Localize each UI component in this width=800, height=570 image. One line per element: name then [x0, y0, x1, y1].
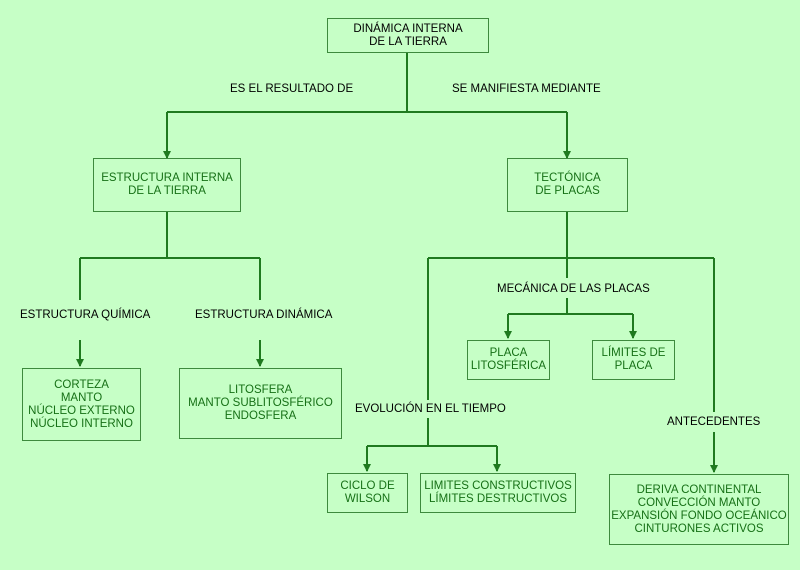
node-line: EXPANSIÓN FONDO OCEÁNICO	[611, 509, 787, 522]
node-line: DE PLACAS	[535, 185, 600, 197]
node-line: CONVECCIÓN MANTO	[637, 496, 761, 509]
node-estructura-quimica: CORTEZA MANTO NÚCLEO EXTERNO NÚCLEO INTE…	[22, 368, 141, 441]
link-es-el-resultado-de: ES EL RESULTADO DE	[230, 83, 354, 95]
link-mecanica-de-las-placas: MECÁNICA DE LAS PLACAS	[497, 283, 650, 295]
node-line: LIMITES CONSTRUCTIVOS	[424, 480, 572, 492]
node-line: ENDOSFERA	[224, 410, 297, 422]
node-dinamica-interna: DINÁMICA INTERNA DE LA TIERRA	[327, 18, 489, 53]
node-deriva-continental: DERIVA CONTINENTAL CONVECCIÓN MANTO EXPA…	[609, 474, 789, 545]
node-line: DE LA TIERRA	[128, 185, 206, 197]
node-line: DERIVA CONTINENTAL	[636, 483, 762, 496]
node-placa-litosferica: PLACA LITOSFÉRICA	[467, 340, 550, 380]
node-line: CINTURONES ACTIVOS	[634, 522, 764, 535]
node-ciclo-de-wilson: CICLO DE WILSON	[327, 473, 408, 513]
node-line: PLACA	[614, 360, 653, 372]
node-line: CORTEZA	[54, 378, 109, 391]
node-line: MANTO SUBLITOSFÉRICO	[188, 397, 333, 409]
node-estructura-dinamica: LITOSFERA MANTO SUBLITOSFÉRICO ENDOSFERA	[179, 368, 342, 439]
link-evolucion-en-el-tiempo: EVOLUCIÓN EN EL TIEMPO	[355, 403, 506, 415]
link-se-manifiesta-mediante: SE MANIFIESTA MEDIANTE	[452, 83, 601, 95]
node-line: NÚCLEO INTERNO	[30, 417, 133, 430]
node-line: LITOSFERA	[228, 384, 293, 396]
node-line: DINÁMICA INTERNA	[353, 22, 463, 35]
node-line: ESTRUCTURA INTERNA	[101, 172, 233, 184]
node-limites-de-placa: LÍMITES DE PLACA	[592, 340, 675, 380]
node-line: PLACA	[489, 347, 528, 359]
node-line: TECTÓNICA	[534, 172, 601, 184]
node-line: CICLO DE	[340, 480, 395, 492]
node-line: MANTO	[60, 391, 103, 404]
node-line: LITOSFÉRICA	[470, 360, 547, 372]
node-limites-constructivos: LIMITES CONSTRUCTIVOS LÍMITES DESTRUCTIV…	[420, 473, 576, 513]
node-line: DE LA TIERRA	[369, 35, 447, 48]
node-estructura-interna: ESTRUCTURA INTERNA DE LA TIERRA	[93, 158, 241, 212]
link-estructura-quimica: ESTRUCTURA QUÍMICA	[20, 309, 151, 321]
node-line: LÍMITES DESTRUCTIVOS	[428, 493, 568, 505]
node-line: NÚCLEO EXTERNO	[28, 404, 135, 417]
node-tectonica-de-placas: TECTÓNICA DE PLACAS	[507, 158, 628, 212]
link-antecedentes: ANTECEDENTES	[667, 416, 761, 428]
node-line: LÍMITES DE	[601, 347, 666, 359]
link-estructura-dinamica: ESTRUCTURA DINÁMICA	[195, 309, 333, 321]
node-line: WILSON	[344, 493, 391, 505]
